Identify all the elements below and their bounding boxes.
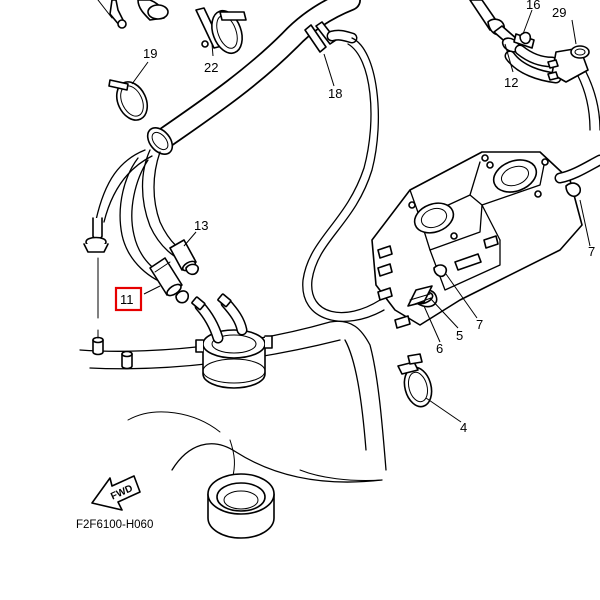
leader-lines	[131, 9, 591, 423]
tank-fittings	[92, 257, 133, 370]
callout-22[interactable]: 22	[204, 60, 218, 75]
callout-16[interactable]: 16	[526, 0, 540, 12]
top-left-parts	[97, 0, 169, 29]
callout-12[interactable]: 12	[504, 75, 518, 90]
callout-7-lower[interactable]: 7	[476, 317, 483, 332]
callout-4[interactable]: 4	[460, 420, 467, 435]
callout-18[interactable]: 18	[328, 86, 342, 101]
callout-labels: 19 22 18 13 11 4 5 6 7 7 12 16 29	[120, 0, 595, 435]
clamp-19	[108, 79, 149, 121]
callout-7-right[interactable]: 7	[588, 244, 595, 259]
engine-manifold	[371, 151, 600, 329]
fwd-arrow-icon: FWD	[91, 475, 141, 511]
large-hose	[146, 0, 361, 155]
callout-11[interactable]: 11	[120, 292, 134, 307]
filler-neck	[207, 473, 275, 539]
clamp-4	[397, 353, 433, 408]
fuel-pump-unit	[191, 293, 273, 389]
vent-hose	[302, 37, 385, 322]
clamp-22	[195, 7, 247, 55]
callout-19[interactable]: 19	[143, 46, 157, 61]
callout-6[interactable]: 6	[436, 341, 443, 356]
figure-code: F2F6100-H060	[76, 519, 153, 531]
highlight-box-11	[114, 286, 143, 312]
callout-13[interactable]: 13	[194, 218, 208, 233]
callout-29[interactable]: 29	[552, 5, 566, 20]
callout-5[interactable]: 5	[456, 328, 463, 343]
top-right-fittings	[469, 0, 600, 131]
hose-part-11	[149, 257, 183, 297]
small-clips	[83, 236, 200, 304]
